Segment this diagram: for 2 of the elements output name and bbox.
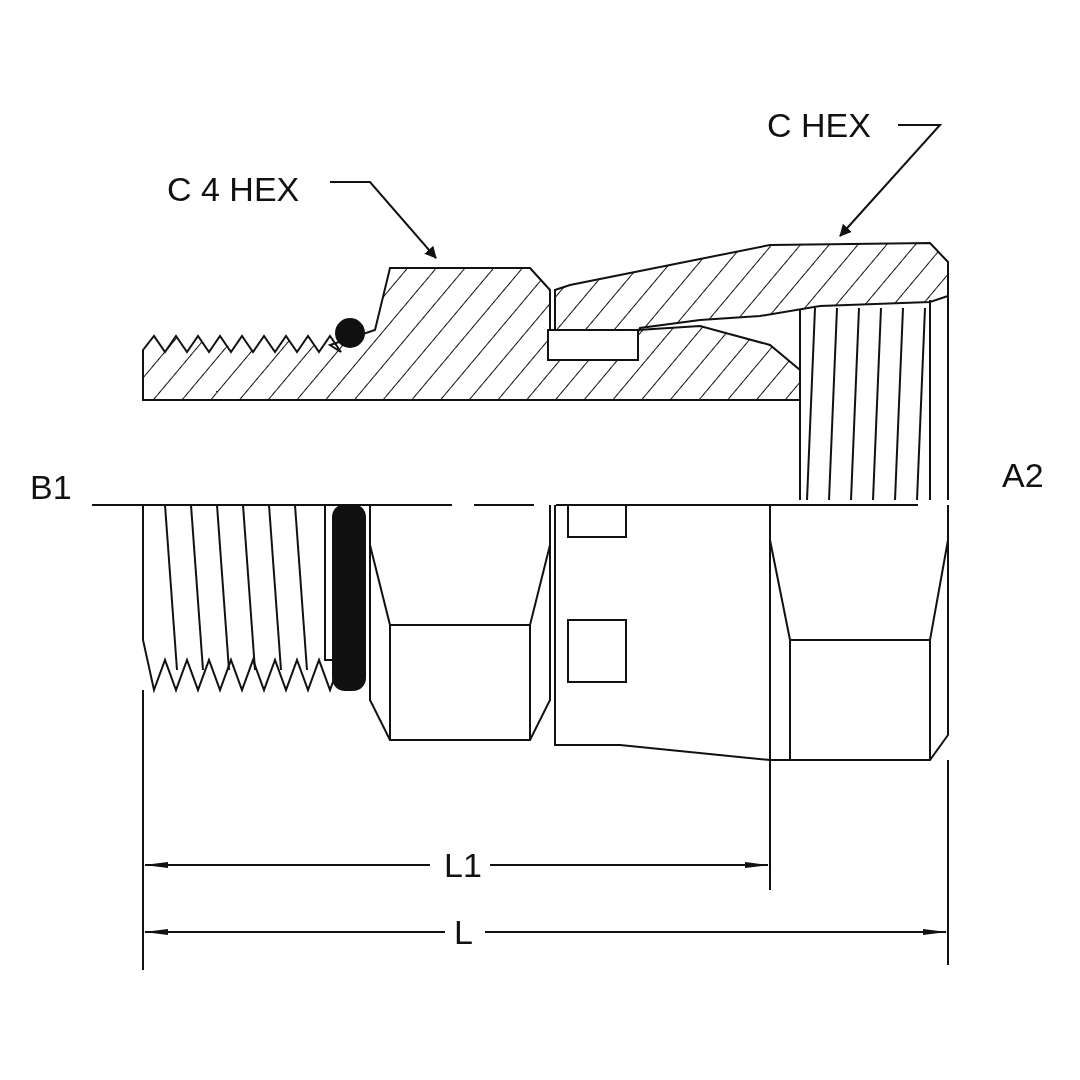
leader-line: [839, 124, 943, 237]
leader-line: [329, 181, 437, 259]
